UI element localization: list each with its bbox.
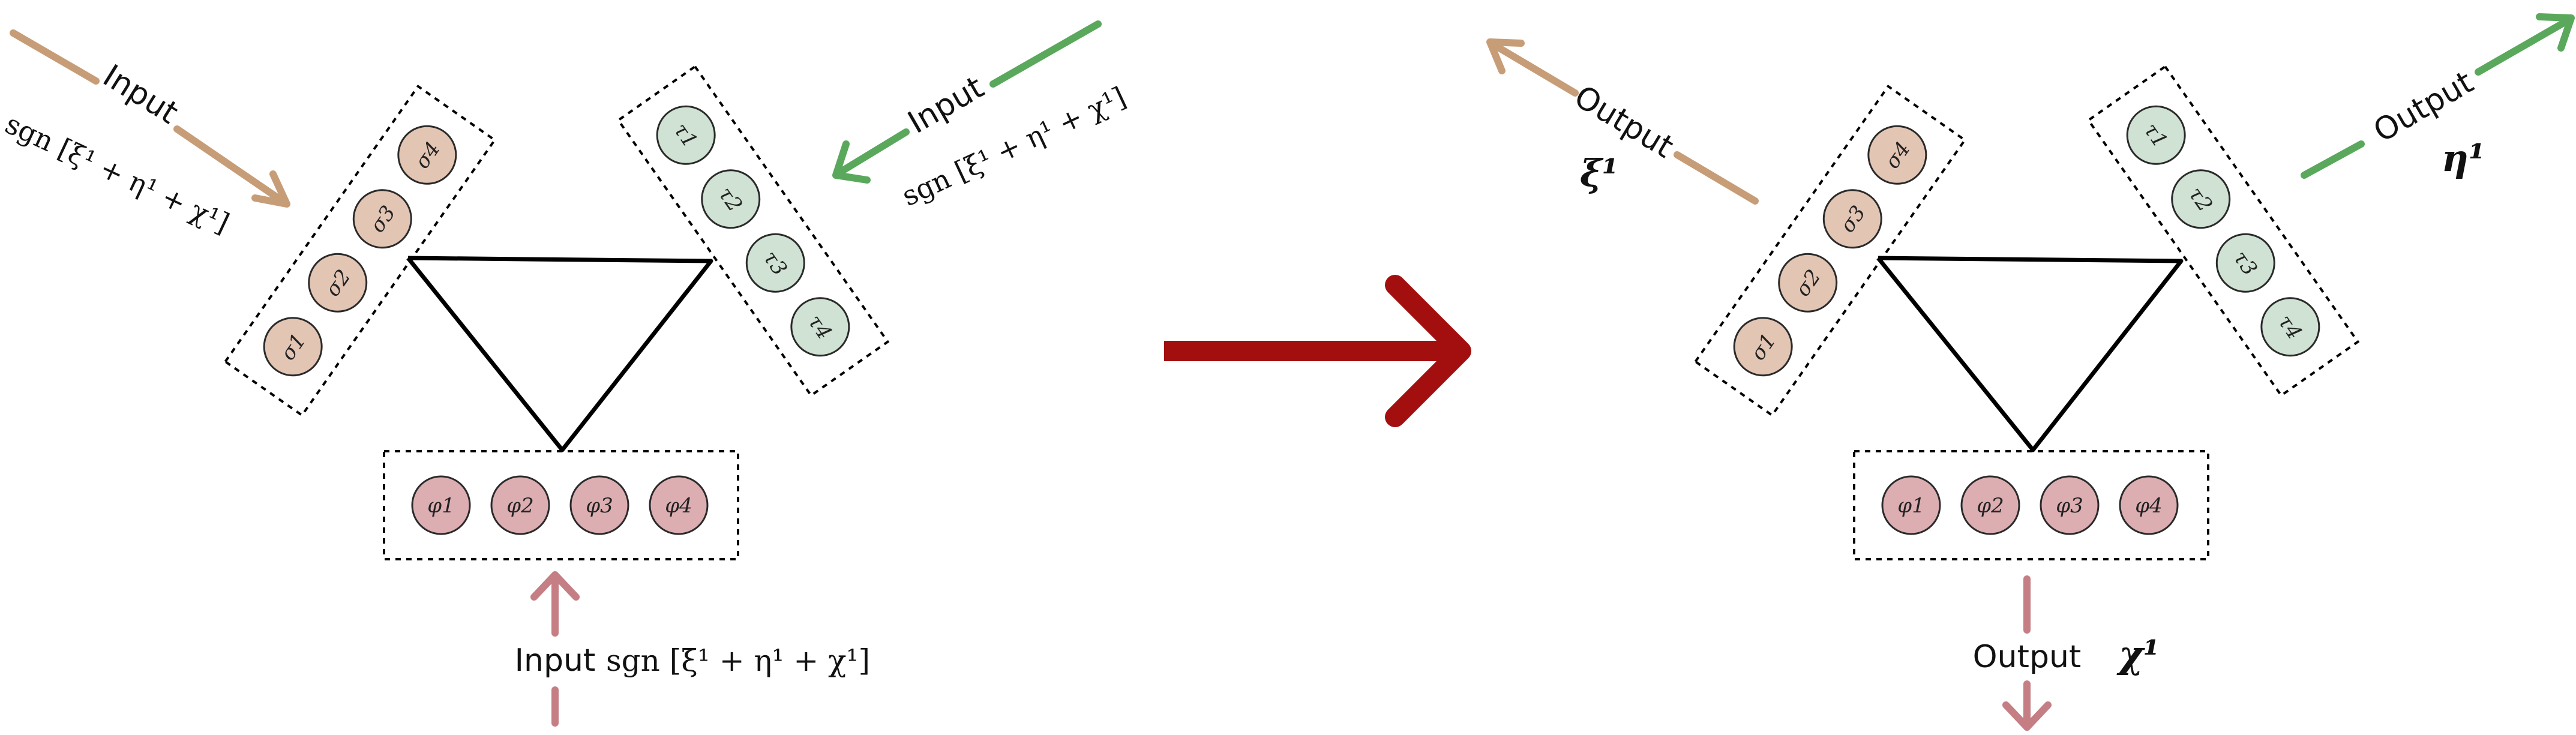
right-tau-box — [2086, 65, 2360, 397]
left-sigma-formula: sgn [ξ¹ + η¹ + χ¹] — [1, 107, 235, 239]
left-tau-group: τ1 τ2 τ3 τ4 — [616, 65, 890, 397]
left-tau-neuron: τ4 — [790, 297, 850, 357]
left-phi-neuron: φ3 — [569, 475, 629, 535]
right-phi-1-label: φ1 — [1897, 494, 1924, 518]
left-phi-4-label: φ4 — [665, 494, 692, 518]
left-phi-box — [383, 450, 739, 560]
left-sigma-neuron: σ1 — [263, 317, 323, 377]
right-tau-neuron: τ4 — [2260, 297, 2320, 357]
left-phi-input-arrow: Input — [515, 571, 596, 727]
right-sigma-group: σ1 σ2 σ3 σ4 — [1693, 85, 1967, 417]
right-tau-group: τ1 τ2 τ3 τ4 — [2086, 65, 2360, 397]
left-tau-neuron: τ3 — [745, 233, 805, 293]
transition-arrow — [1164, 275, 1471, 427]
left-phi-input-label: Input — [515, 643, 596, 679]
left-sigma-group: σ1 σ2 σ3 σ4 — [223, 85, 497, 417]
left-tau-neuron: τ1 — [656, 105, 716, 165]
right-sigma-neuron: σ4 — [1867, 125, 1927, 185]
right-phi-3-label: φ3 — [2056, 494, 2083, 518]
right-tau-neuron: τ3 — [2215, 233, 2275, 293]
right-sigma-neuron: σ1 — [1733, 317, 1793, 377]
left-phi-neuron: φ1 — [411, 475, 471, 535]
left-network: σ1 σ2 σ3 σ4 τ1 τ2 — [1, 20, 1130, 727]
left-phi-neuron: φ4 — [649, 475, 709, 535]
right-phi-output-label: Output — [1973, 639, 2082, 675]
right-phi-output-arrow: Output — [1973, 575, 2082, 731]
right-phi-neuron: φ1 — [1881, 475, 1941, 535]
right-phi-4-label: φ4 — [2135, 494, 2162, 518]
right-sigma-box — [1693, 85, 1967, 417]
right-tau-output-arrow: Output — [2301, 13, 2575, 179]
left-tau-box — [616, 65, 890, 397]
left-tau-input-label: Input — [902, 70, 990, 141]
right-phi-neuron: φ4 — [2119, 475, 2179, 535]
left-phi-1-label: φ1 — [427, 494, 454, 518]
right-phi-pattern: χ¹ — [2116, 632, 2160, 676]
left-phi-3-label: φ3 — [586, 494, 613, 518]
right-phi-box — [1853, 450, 2209, 560]
right-sigma-pattern: ξ¹ — [1580, 151, 1618, 195]
right-sigma-neuron: σ2 — [1778, 253, 1838, 313]
left-sigma-neuron: σ3 — [352, 189, 412, 249]
left-phi-group: φ1 φ2 φ3 φ4 — [383, 450, 739, 560]
right-tau-neuron: τ1 — [2126, 105, 2186, 165]
right-phi-neuron: φ3 — [2040, 475, 2100, 535]
left-sigma-input-label: Input — [97, 58, 184, 131]
right-network: σ1 σ2 σ3 σ4 τ1 τ2 — [1486, 13, 2575, 731]
right-sigma-neuron: σ3 — [1822, 189, 1882, 249]
left-sigma-box — [223, 85, 497, 417]
right-phi-2-label: φ2 — [1977, 494, 2004, 518]
right-tau-pattern: η¹ — [2442, 136, 2485, 180]
right-phi-neuron: φ2 — [1960, 475, 2020, 535]
left-tau-neuron: τ2 — [701, 169, 761, 229]
left-phi-2-label: φ2 — [506, 494, 533, 518]
left-phi-neuron: φ2 — [490, 475, 550, 535]
left-sigma-neuron: σ2 — [308, 253, 368, 313]
left-phi-formula: sgn [ξ¹ + η¹ + χ¹] — [606, 643, 870, 678]
right-sigma-output-arrow: Output — [1486, 38, 1759, 205]
right-triangle — [1876, 256, 2184, 452]
left-sigma-neuron: σ4 — [397, 125, 457, 185]
left-triangle — [406, 256, 713, 452]
right-tau-neuron: τ2 — [2171, 169, 2231, 229]
right-phi-group: φ1 φ2 φ3 φ4 — [1853, 450, 2209, 560]
